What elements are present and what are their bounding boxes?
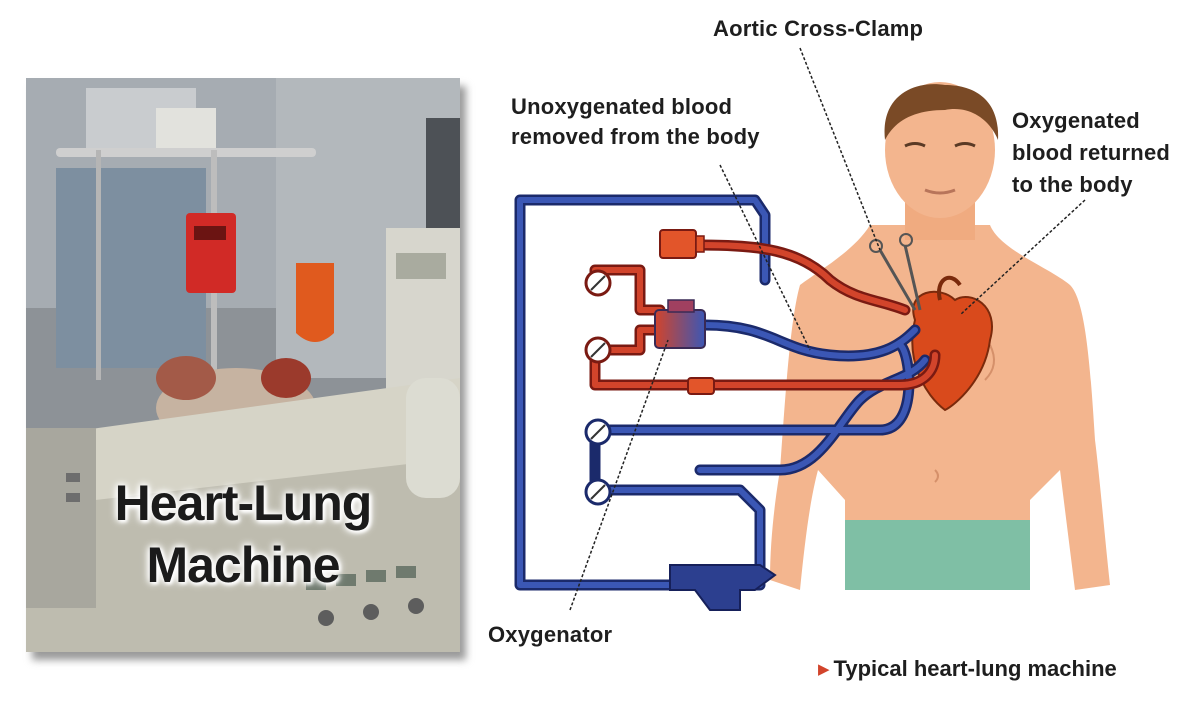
label-unoxygenated-line-2: removed from the body [511, 124, 760, 149]
arterial-tubing-highlight [592, 242, 938, 388]
caption: ▶Typical heart-lung machine [818, 656, 1117, 682]
venous-reservoir [669, 564, 777, 611]
venous-tubing-highlight [517, 197, 928, 588]
label-oxygenated-line-3: to the body [1012, 172, 1133, 197]
label-oxygenated-line-1: Oxygenated [1012, 108, 1140, 133]
patient-figure [770, 82, 1110, 590]
arterial-filter [659, 229, 705, 259]
inline-connector [687, 377, 715, 395]
heart-lung-machine-photo: Heart-Lung Machine [26, 78, 460, 652]
photo-illustration [26, 78, 460, 652]
label-aortic-cross-clamp: Aortic Cross-Clamp [713, 16, 924, 41]
heart [911, 275, 993, 412]
roller-pumps [584, 269, 612, 506]
label-oxygenated-line-2: blood returned [1012, 140, 1171, 165]
photo-title-line-2: Machine [146, 537, 340, 593]
label-oxygenator: Oxygenator [488, 622, 613, 647]
label-unoxygenated-line-1: Unoxygenated blood [511, 94, 733, 119]
caption-text: Typical heart-lung machine [833, 656, 1117, 681]
leader-lines [569, 47, 1086, 611]
photo-title-line-1: Heart-Lung [114, 475, 373, 531]
oxygenator-unit [654, 299, 706, 349]
caption-triangle-icon: ▶ [818, 661, 830, 678]
